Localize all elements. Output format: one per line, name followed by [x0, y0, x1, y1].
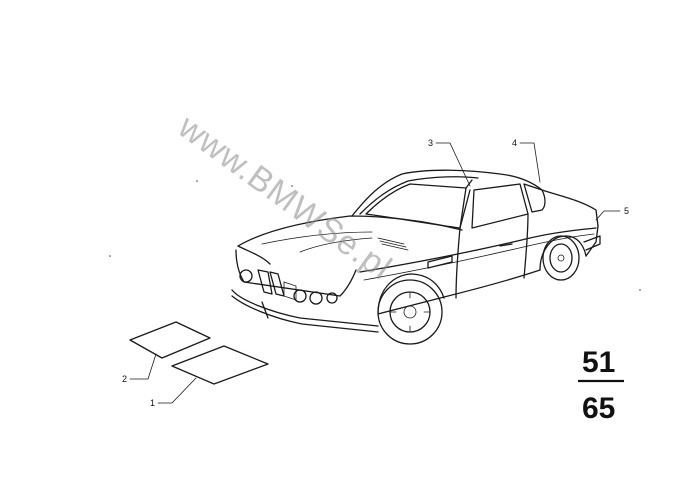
- floor-mat-rear: [129, 321, 211, 359]
- front-wheel: [377, 279, 443, 345]
- callout-2: 2: [122, 374, 127, 384]
- scan-dot: [109, 255, 111, 257]
- group-number-top: 51: [582, 346, 615, 379]
- group-number: 51 65: [578, 346, 624, 425]
- callout-4: 4: [512, 138, 517, 148]
- floor-mat-front-small: [171, 345, 269, 385]
- group-number-bottom: 65: [582, 392, 615, 425]
- scan-dot: [639, 289, 641, 291]
- watermark-text: www.BMWSe.pl: [170, 107, 398, 288]
- callout-1: 1: [150, 398, 155, 408]
- car-illustration: [231, 169, 601, 345]
- scan-dot: [291, 185, 293, 187]
- scan-dot: [196, 180, 198, 182]
- callout-3: 3: [428, 138, 433, 148]
- rear-wheel: [542, 235, 580, 281]
- callout-leaders: [129, 142, 621, 404]
- callout-5: 5: [624, 206, 629, 216]
